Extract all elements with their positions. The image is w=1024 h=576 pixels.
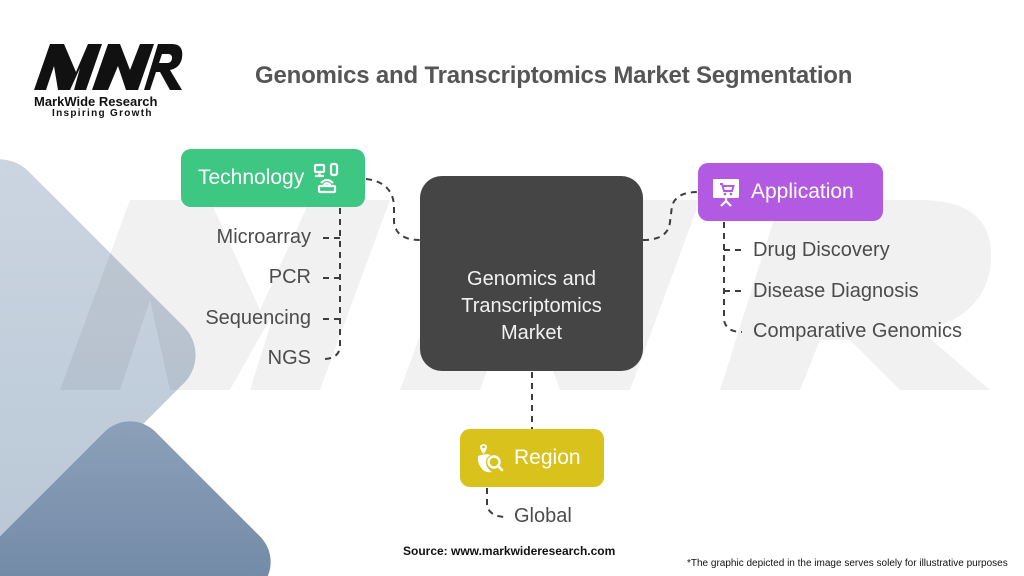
technology-item-pcr: PCR [268, 266, 311, 288]
application-item-disease-diagnosis: Disease Diagnosis [753, 280, 919, 302]
category-technology-label: Technology [198, 166, 305, 189]
center-node-label: Genomics and Transcriptomics Market [461, 268, 602, 344]
category-application: Application [698, 163, 883, 221]
network-devices-icon [314, 162, 339, 194]
category-region-label: Region [514, 446, 581, 469]
center-node: Genomics and Transcriptomics Market [420, 176, 643, 371]
category-application-label: Application [751, 180, 854, 203]
application-item-comparative-genomics: Comparative Genomics [753, 320, 962, 342]
region-item-global: Global [514, 505, 572, 527]
presentation-cart-icon [713, 179, 739, 207]
technology-item-sequencing: Sequencing [205, 307, 311, 329]
category-technology: Technology [181, 149, 365, 207]
brand-name: MarkWide Research [34, 94, 158, 109]
application-item-drug-discovery: Drug Discovery [753, 239, 890, 261]
mwr-logo-mark-icon [34, 44, 183, 90]
category-region: Region [460, 429, 604, 487]
source-credit: Source: www.markwideresearch.com [403, 544, 616, 558]
globe-search-icon [477, 444, 504, 473]
technology-item-ngs: NGS [267, 347, 311, 369]
page-title: Genomics and Transcriptomics Market Segm… [255, 62, 853, 89]
disclaimer-note: *The graphic depicted in the image serve… [687, 558, 1008, 569]
brand-tagline: Inspiring Growth [52, 108, 153, 119]
technology-item-microarray: Microarray [216, 226, 311, 248]
brand-logo: MarkWide Research Inspiring Growth [32, 40, 192, 119]
